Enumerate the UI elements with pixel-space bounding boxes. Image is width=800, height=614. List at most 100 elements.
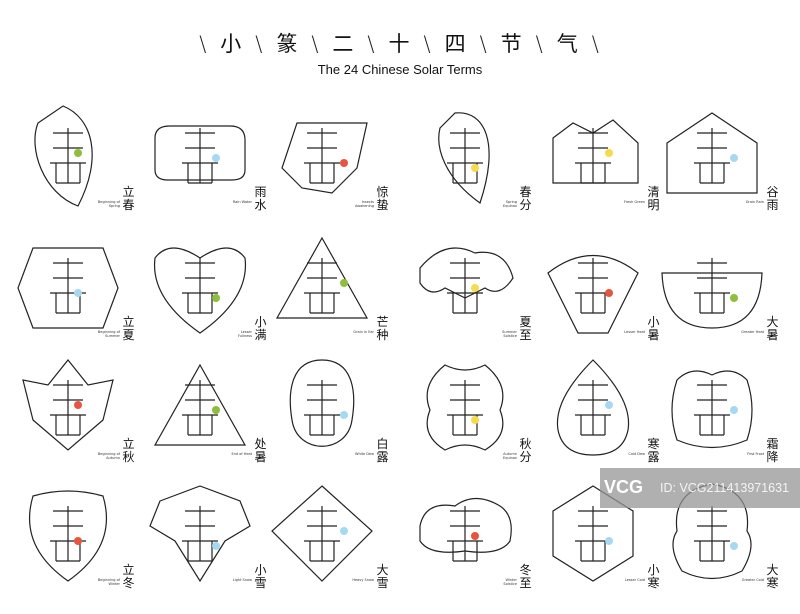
seal-script-glyph: [182, 506, 218, 562]
title-char: 节: [500, 32, 524, 56]
accent-dot: [605, 289, 613, 297]
term-char: 明: [647, 198, 660, 212]
term-name-cn: 芒种: [376, 316, 389, 342]
term-char: 雪: [254, 576, 267, 590]
solar-term-illustration: [552, 119, 639, 184]
solar-term-illustration: [547, 255, 639, 334]
term-char: 雨: [254, 185, 267, 199]
accent-dot: [74, 289, 82, 297]
term-name-cn: 大雪: [376, 564, 389, 590]
watermark: VCG ID: VCG211413971631: [600, 468, 800, 508]
term-name-cn: 大寒: [766, 564, 779, 590]
title-char: 四: [444, 32, 468, 56]
term-char: 大: [766, 563, 779, 577]
seal-script-glyph: [304, 380, 340, 436]
seal-script-glyph: [50, 128, 86, 184]
outline-shape: [666, 112, 758, 194]
seal-script-glyph: [694, 380, 730, 436]
term-name-en: Light Snow: [232, 578, 252, 582]
outline-shape: [419, 247, 514, 299]
term-char: 蛰: [376, 198, 389, 212]
accent-dot: [605, 537, 613, 545]
term-name-en: Lesser Cold: [624, 578, 645, 582]
title-char: 二: [332, 32, 356, 56]
term-char: 寒: [647, 437, 660, 451]
term-char: 夏: [122, 328, 135, 342]
term-char: 处: [254, 437, 267, 451]
term-char: 谷: [766, 185, 779, 199]
term-name-en: Grain in Ear: [353, 330, 374, 334]
term-name-en: Beginning of Summer: [97, 330, 120, 338]
term-name-cn: 春分: [519, 186, 532, 212]
solar-term-illustration: [154, 125, 246, 184]
outline-shape: [419, 497, 512, 553]
seal-script-glyph: [694, 128, 730, 184]
outline-shape: [556, 359, 630, 456]
solar-term-illustration: [281, 122, 368, 194]
outline-shape: [149, 485, 251, 583]
seal-script-glyph: [575, 258, 611, 314]
outline-shape: [552, 119, 639, 184]
seal-script-glyph: [304, 506, 340, 562]
outline-shape: [289, 359, 355, 447]
accent-dot: [340, 159, 348, 167]
solar-term-illustration: [426, 364, 504, 451]
solar-term-illustration: [34, 105, 93, 207]
seal-script-glyph: [182, 380, 218, 436]
watermark-logo: VCG: [604, 477, 644, 497]
accent-dot: [730, 294, 738, 302]
title-char: 气: [556, 32, 580, 56]
outline-shape: [275, 236, 369, 319]
term-name-cn: 立春: [122, 186, 135, 212]
term-char: 露: [647, 450, 660, 464]
outline-shape: [271, 485, 373, 582]
term-char: 小: [647, 563, 660, 577]
term-name-cn: 立秋: [122, 438, 135, 464]
seal-script-glyph: [694, 258, 730, 314]
term-name-en: Beginning of Spring: [97, 200, 120, 208]
title-separator: \: [535, 32, 545, 56]
term-char: 夏: [519, 315, 532, 329]
accent-dot: [74, 149, 82, 157]
term-name-cn: 冬至: [519, 564, 532, 590]
term-name-cn: 雨水: [254, 186, 267, 212]
term-name-en: Fresh Green: [623, 200, 645, 204]
seal-script-glyph: [447, 380, 483, 436]
title-separator: \: [423, 32, 433, 56]
term-name-en: Rain Water: [232, 200, 252, 204]
seal-script-glyph: [50, 506, 86, 562]
term-name-en: First Frost: [747, 452, 764, 456]
term-name-cn: 白露: [376, 438, 389, 464]
accent-dot: [471, 532, 479, 540]
term-char: 降: [766, 450, 779, 464]
term-name-en: Grain Rain: [745, 200, 764, 204]
term-char: 霜: [766, 437, 779, 451]
watermark-id: ID: VCG211413971631: [660, 481, 790, 495]
accent-dot: [340, 279, 348, 287]
term-char: 小: [254, 315, 267, 329]
outline-shape: [22, 359, 114, 451]
term-char: 大: [376, 563, 389, 577]
outline-shape: [438, 112, 490, 204]
solar-term-illustration: [419, 497, 512, 562]
term-char: 白: [376, 437, 389, 451]
title-char: 小: [220, 32, 244, 56]
term-char: 冬: [122, 576, 135, 590]
term-char: 满: [254, 328, 267, 342]
outline-shape: [154, 125, 246, 181]
term-char: 露: [376, 450, 389, 464]
title-char: 十: [388, 32, 412, 56]
term-name-en: Cold Dew: [628, 452, 645, 456]
outline-shape: [552, 485, 634, 582]
title-char: 篆: [276, 32, 300, 56]
term-name-en: Summer Solstice: [502, 330, 517, 338]
term-char: 冬: [519, 563, 532, 577]
